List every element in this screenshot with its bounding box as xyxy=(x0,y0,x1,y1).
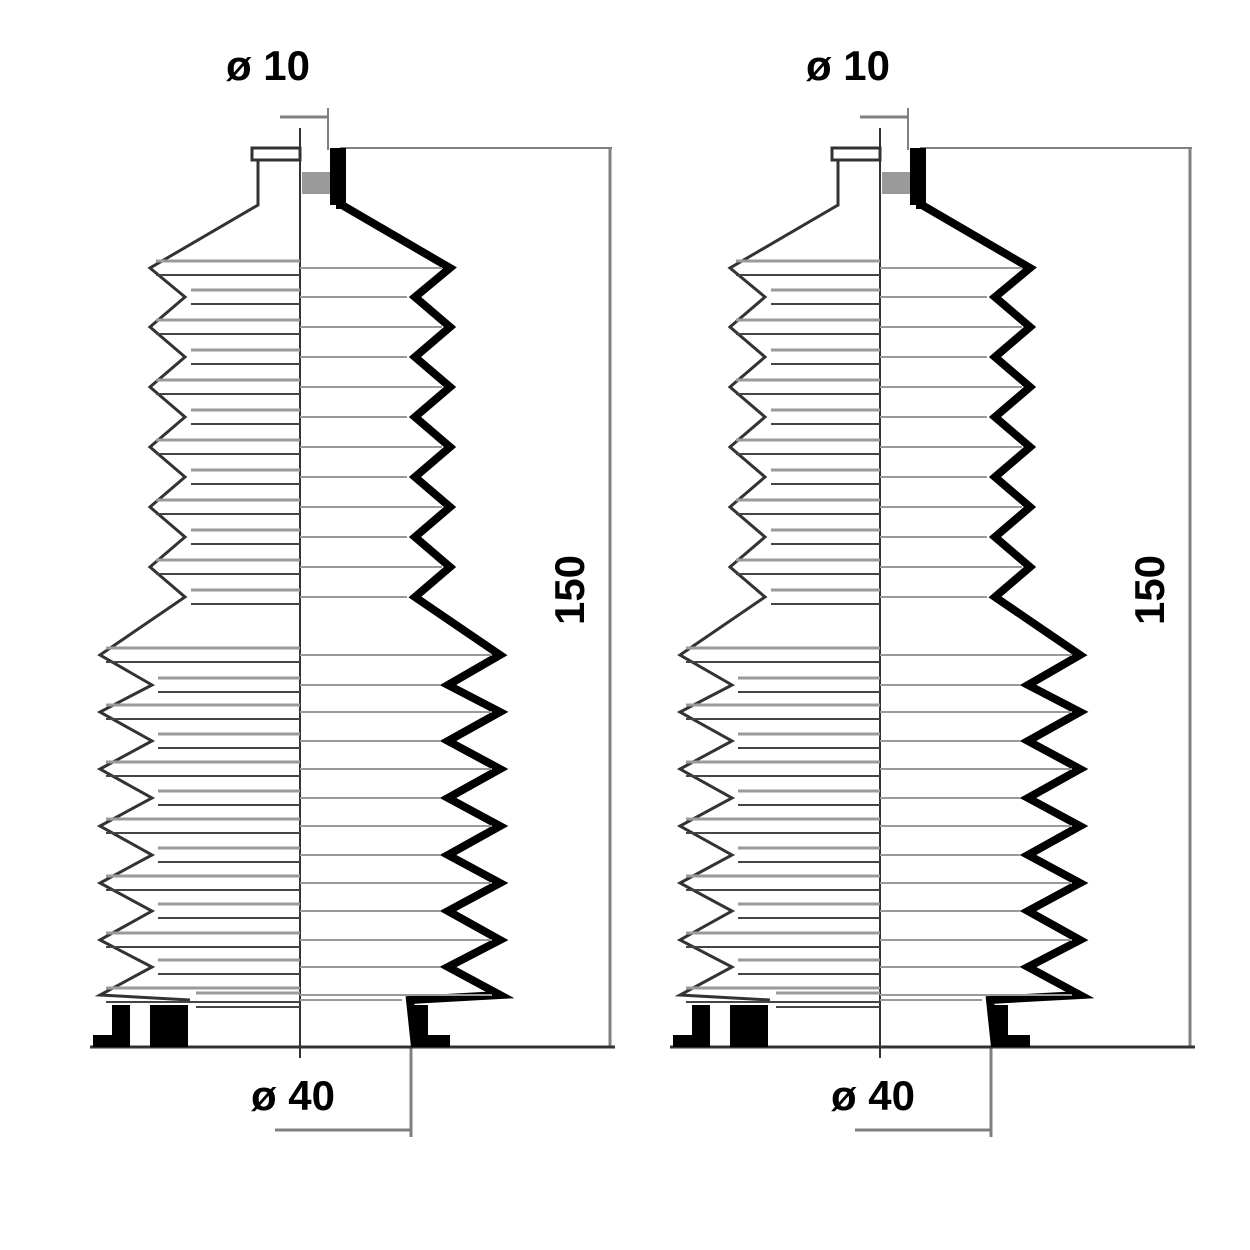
bellows-drawing-right: ø 10 ø 40 150 xyxy=(670,42,1195,1137)
bottom-foot-section xyxy=(992,1005,1030,1047)
bellows-wall-section xyxy=(916,150,1095,1048)
bellows-left-outline xyxy=(674,160,840,1002)
top-collar-hatch xyxy=(302,172,330,194)
top-collar xyxy=(250,146,302,162)
top-diameter-label: ø 10 xyxy=(806,42,890,89)
top-collar xyxy=(830,146,882,162)
bellows-drawing-left: ø 10 ø 40 150 xyxy=(90,42,615,1137)
top-diameter-label: ø 10 xyxy=(226,42,310,89)
bottom-diameter-label: ø 40 xyxy=(251,1072,335,1119)
bottom-foot xyxy=(150,1005,188,1047)
bottom-diameter-label: ø 40 xyxy=(831,1072,915,1119)
bellows-wall-section xyxy=(336,150,515,1048)
bellows-left-outline xyxy=(94,160,260,1002)
length-label: 150 xyxy=(546,555,593,625)
length-label: 150 xyxy=(1126,555,1173,625)
bottom-foot-section xyxy=(412,1005,450,1047)
bottom-foot xyxy=(673,1005,710,1047)
top-collar-hatch xyxy=(882,172,910,194)
bottom-foot xyxy=(730,1005,768,1047)
bottom-foot xyxy=(93,1005,130,1047)
